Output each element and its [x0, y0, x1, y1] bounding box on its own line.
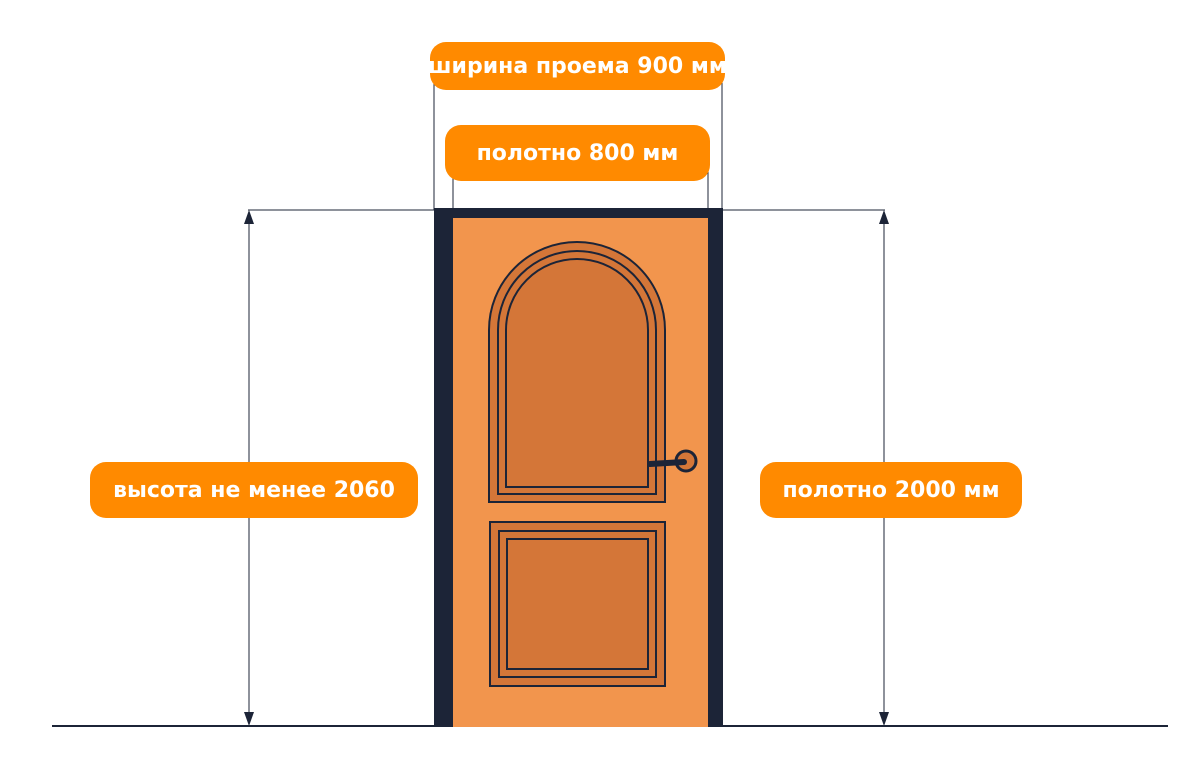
leaf-height-label: полотно 2000 мм: [760, 462, 1022, 518]
door-icon: [434, 208, 723, 727]
leaf-width-label: полотно 800 мм: [445, 125, 710, 181]
lower-panel-inner: [506, 538, 649, 670]
door-handle-icon: [647, 449, 698, 473]
upper-arched-panel-mid: [497, 250, 657, 495]
opening-width-label: ширина проема 900 мм: [428, 42, 727, 90]
opening-height-label: высота не менее 2060: [90, 462, 418, 518]
upper-arched-panel-inner: [505, 258, 649, 488]
lower-panel-mid: [498, 530, 657, 678]
